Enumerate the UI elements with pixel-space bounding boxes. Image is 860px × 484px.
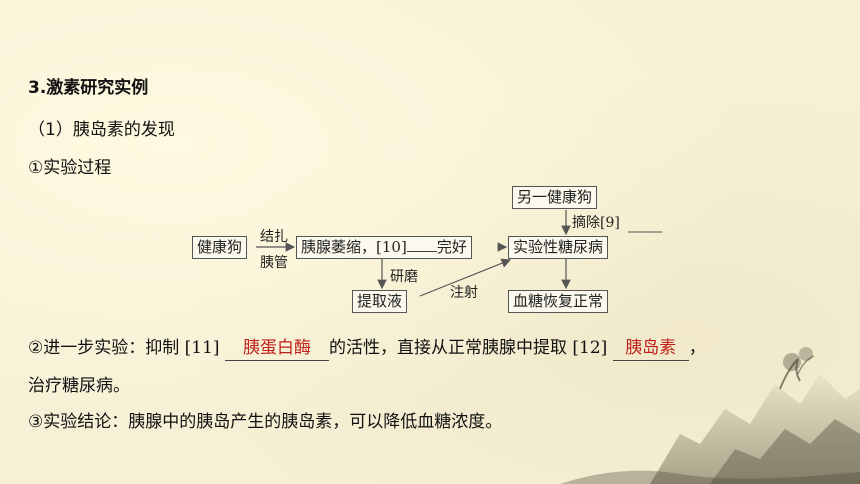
- step2-line2: 治疗糖尿病。: [28, 376, 130, 396]
- diabetes-box: 实验性糖尿病: [508, 236, 609, 259]
- another-dog-box: 另一健康狗: [512, 186, 598, 209]
- pancreas-atrophy-box: 胰腺萎缩，[10] 完好: [296, 236, 472, 259]
- subsection-title: （1）胰岛素的发现: [28, 120, 175, 140]
- step2-line: ②进一步实验：抑制 [11] 胰蛋白酶的活性，直接从正常胰腺中提取 [12] 胰…: [28, 336, 706, 361]
- extract-box: 提取液: [352, 290, 408, 313]
- recovery-box: 血糖恢复正常: [508, 290, 609, 313]
- blank-12-number: [12]: [572, 338, 608, 358]
- section-heading: 3.激素研究实例: [28, 78, 149, 98]
- landscape-painting-decoration: [560, 347, 860, 484]
- step1-title: ①实验过程: [28, 158, 112, 178]
- pancreas-box-prefix: 胰腺萎缩，: [301, 238, 377, 256]
- remove-label: 摘除[9]: [572, 215, 620, 231]
- step2-prefix: ②进一步实验：抑制: [28, 338, 180, 358]
- pancreas-box-suffix: 完好: [436, 238, 467, 256]
- step2-suffix: ，: [688, 338, 706, 358]
- blank-10-number: [10]: [376, 238, 407, 256]
- ligate-label-bottom: 胰管: [260, 255, 288, 271]
- blank-12-answer: 胰岛素: [612, 336, 689, 361]
- step2-middle: 的活性，直接从正常胰腺中提取: [328, 338, 567, 358]
- healthy-dog-box: 健康狗: [192, 236, 248, 259]
- inject-label: 注射: [450, 285, 478, 301]
- step3-conclusion: ③实验结论：胰腺中的胰岛产生的胰岛素，可以降低血糖浓度。: [28, 412, 503, 432]
- blank-10-line: [406, 237, 437, 252]
- blank-11-number: [11]: [184, 338, 220, 358]
- blank-11-answer: 胰蛋白酶: [224, 336, 329, 361]
- grind-label: 研磨: [390, 269, 418, 285]
- ligate-label-top: 结扎: [260, 229, 288, 245]
